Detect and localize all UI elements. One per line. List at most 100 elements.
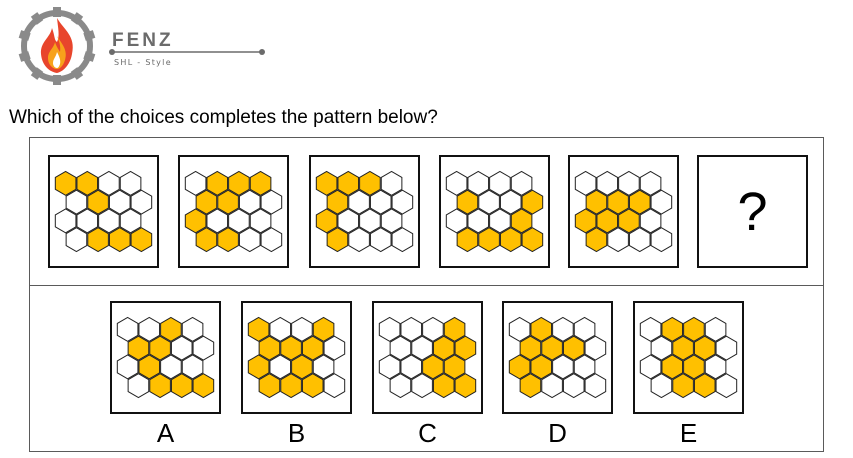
hexagon-filled (247, 354, 270, 380)
hexagon-filled (315, 208, 338, 234)
hexagon-filled (280, 335, 302, 361)
hexagon-empty (510, 170, 533, 196)
hexagon-filled (508, 354, 531, 380)
hexagon-empty (639, 316, 662, 342)
hexagon-filled (499, 227, 522, 253)
hexagon-filled (607, 189, 629, 215)
question-mark: ? (737, 181, 768, 242)
hexagon-filled (87, 189, 109, 215)
option-e[interactable] (633, 301, 744, 414)
hexagon-filled (170, 373, 193, 399)
sequence-cell-2 (178, 155, 289, 268)
gear-flame-icon (18, 7, 96, 85)
option-label-c[interactable]: C (418, 418, 437, 448)
hexagon-filled (519, 335, 542, 361)
hexagon-empty (618, 170, 640, 196)
hexagon-filled (510, 208, 533, 234)
fenz-logo (10, 6, 110, 86)
hexagon-empty (391, 189, 414, 215)
option-label-e[interactable]: E (679, 418, 698, 448)
hexagon-empty (467, 170, 490, 196)
hexagon-filled (672, 373, 694, 399)
hexagon-empty (650, 189, 673, 215)
sequence-cell-1 (48, 155, 159, 268)
hexagon-filled (683, 316, 705, 342)
hexagon-empty (639, 170, 662, 196)
hexagon-filled (195, 189, 218, 215)
puzzle-frame (29, 137, 824, 452)
hexagon-empty (323, 335, 346, 361)
hexagon-filled (661, 354, 684, 380)
hexagon-filled (258, 335, 281, 361)
hexagon-empty (607, 227, 629, 253)
hexagon-empty (499, 189, 522, 215)
hexagon-filled (247, 316, 270, 342)
hexagon-empty (359, 208, 381, 234)
hexagon-empty (337, 208, 360, 234)
hexagon-filled (596, 208, 619, 234)
hexagon-empty (489, 208, 511, 234)
hexagon-empty (584, 373, 607, 399)
option-c[interactable] (372, 301, 483, 414)
hexagon-filled (693, 335, 716, 361)
hexagon-empty (269, 316, 292, 342)
hexagon-empty (391, 227, 414, 253)
hexagon-empty (715, 335, 738, 361)
hexagon-empty (650, 227, 673, 253)
hexagon-filled (530, 316, 553, 342)
hexagon-filled (160, 316, 182, 342)
hexagon-empty (574, 170, 597, 196)
hexagon-empty (138, 316, 161, 342)
hexagon-empty (715, 373, 738, 399)
option-label-d[interactable]: D (548, 418, 567, 448)
option-b[interactable] (241, 301, 352, 414)
hexagon-filled (443, 354, 466, 380)
hex-grid (54, 170, 153, 253)
hexagon-empty (380, 208, 403, 234)
hexagon-empty (116, 316, 139, 342)
hex-grid (574, 170, 673, 253)
hexagon-filled (693, 373, 716, 399)
hex-grid (315, 170, 414, 253)
hexagon-empty (552, 316, 574, 342)
hexagon-filled (184, 208, 207, 234)
hexagon-empty (562, 373, 585, 399)
hexagon-empty (98, 170, 120, 196)
hexagon-empty (445, 208, 468, 234)
hex-grid (116, 316, 215, 399)
hexagon-empty (489, 170, 511, 196)
hexagon-empty (192, 335, 215, 361)
hexagon-filled (585, 227, 608, 253)
hexagon-empty (389, 335, 412, 361)
hexagon-empty (508, 316, 531, 342)
hexagon-empty (181, 316, 204, 342)
hexagon-empty (411, 373, 433, 399)
hexagon-empty (76, 208, 99, 234)
option-label-b[interactable]: B (287, 418, 306, 448)
hexagon-empty (369, 227, 392, 253)
hexagon-empty (704, 316, 727, 342)
hexagon-empty (184, 170, 207, 196)
hexagon-empty (389, 373, 412, 399)
hexagon-empty (400, 316, 423, 342)
hexagon-empty (260, 189, 283, 215)
hexagon-empty (249, 208, 272, 234)
option-a[interactable] (110, 301, 221, 414)
hexagon-filled (195, 227, 218, 253)
hexagon-filled (432, 335, 455, 361)
option-label-a[interactable]: A (156, 418, 175, 448)
hexagon-empty (65, 189, 88, 215)
hexagon-empty (238, 227, 261, 253)
hex-grid (247, 316, 346, 399)
hexagon-empty (312, 354, 335, 380)
hexagon-filled (585, 189, 608, 215)
hexagon-filled (228, 170, 250, 196)
sequence-cell-4 (439, 155, 550, 268)
hexagon-empty (181, 354, 204, 380)
brand-underline (109, 49, 265, 55)
sequence-cell-unknown: ? (697, 155, 808, 268)
hexagon-filled (301, 335, 324, 361)
hexagon-empty (260, 227, 283, 253)
option-d[interactable] (502, 301, 613, 414)
hexagon-empty (380, 170, 403, 196)
